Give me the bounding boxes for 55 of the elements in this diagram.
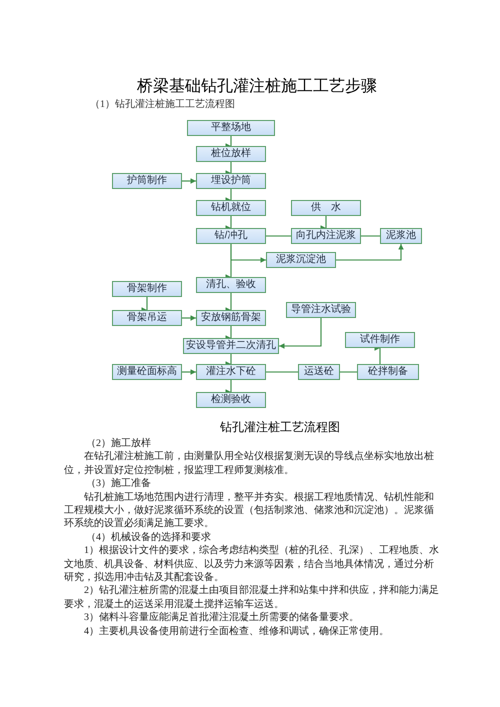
- flow-arrow: [377, 347, 383, 364]
- flow-arrow: [228, 326, 234, 339]
- process-box: 运送砼: [298, 364, 340, 380]
- process-box: 平整场地: [187, 120, 275, 136]
- process-box: 供 水: [291, 200, 361, 216]
- flow-arrow: [228, 244, 234, 278]
- process-box: 钻机就位: [196, 200, 266, 216]
- flow-arrow: [323, 216, 329, 229]
- process-box: 骨架吊运: [112, 310, 182, 326]
- process-box: 泥浆池: [380, 228, 422, 244]
- section-heading: （1）钻孔灌注桩施工工艺流程图: [90, 98, 235, 111]
- section-heading: （3）施工准备: [85, 477, 152, 491]
- process-box: 砼拌制备: [357, 364, 419, 380]
- process-box: 骨架制作: [112, 281, 182, 297]
- flow-arrow: [182, 178, 197, 184]
- process-box: 向孔内注泥浆: [291, 228, 361, 244]
- body-paragraph: 1）根据设计文件的要求，综合考虑结构类型（桩的孔径、孔深）、工程地质、水文地质、机具设备、材料供应、以及劳力来源等因素，结合当地具体情况，通过分析研究，拟选用冲击钻及其配套设备。: [64, 544, 440, 584]
- body-paragraph: 钻孔桩施工场地范围内进行清理，整平并夯实。根据工程地质情况、钻机性能和工程规模大小，做好泥浆循环系统的设置（包括制浆池、储浆池和沉淀池）。泥浆循环系统的设置必须满足施工要求。: [64, 490, 435, 531]
- process-box: 导管注水试验: [286, 302, 356, 318]
- process-box: 桩位放样: [196, 146, 266, 162]
- process-box: 护筒制作: [112, 173, 182, 189]
- flow-arrow: [144, 297, 150, 311]
- body-paragraph: 在钻孔灌注桩施工前，由测量队用全站仪根据复测无误的导线点坐标实地放出桩位，并设置好定位控制桩，报监理工程师复测核准。: [64, 450, 435, 478]
- flow-arrow: [279, 318, 322, 349]
- flow-arrow: [336, 244, 404, 261]
- process-box: 清孔、验收: [196, 277, 266, 293]
- section-heading: （4）机械设备的选择和要求: [85, 530, 212, 544]
- section-heading: （2）施工放样: [85, 437, 152, 450]
- process-box: 泥浆沉淀池: [266, 252, 336, 268]
- figure-caption: 钻孔灌注桩工艺流程图: [220, 420, 340, 435]
- process-box: 灌注水下砼: [196, 364, 266, 380]
- flow-arrow: [228, 162, 234, 174]
- flow-arrow: [265, 233, 291, 239]
- flow-arrow: [228, 136, 234, 147]
- process-box: 钻/冲孔: [196, 228, 266, 244]
- process-box: 试件制作: [345, 332, 415, 348]
- flow-arrow: [360, 233, 380, 239]
- body-paragraph: 3）储料斗容量应能满足首批灌注混凝土所需要的储备量要求。: [83, 611, 360, 625]
- flow-arrow: [228, 293, 234, 311]
- process-box: 安放钢筋骨架: [196, 310, 266, 326]
- flow-arrow: [228, 354, 234, 365]
- process-box: 埋设护筒: [196, 173, 266, 189]
- body-paragraph: 2）钻孔灌注桩所需的混凝土由项目部混凝土拌和站集中拌和供应，拌和能力满足要求，混凝土的运送采用混凝土搅拌运输车运送。: [64, 584, 440, 612]
- flow-arrow: [228, 189, 234, 201]
- flow-arrow: [339, 369, 357, 375]
- process-box: 测量砼面标高: [112, 364, 182, 380]
- body-paragraph: 4）主要机具设备使用前进行全面检查、维修和调试，确保正常使用。: [83, 624, 390, 638]
- flow-arrow: [228, 216, 234, 229]
- page-title: 桥梁基础钻孔灌注桩施工工艺步骤: [137, 77, 377, 97]
- flow-arrow: [182, 369, 197, 375]
- flow-arrow: [182, 315, 197, 321]
- process-box: 检测验收: [196, 392, 266, 408]
- flow-arrow: [265, 369, 298, 375]
- flow-arrow: [228, 380, 234, 393]
- process-box: 安设导管并二次清孔: [183, 338, 279, 354]
